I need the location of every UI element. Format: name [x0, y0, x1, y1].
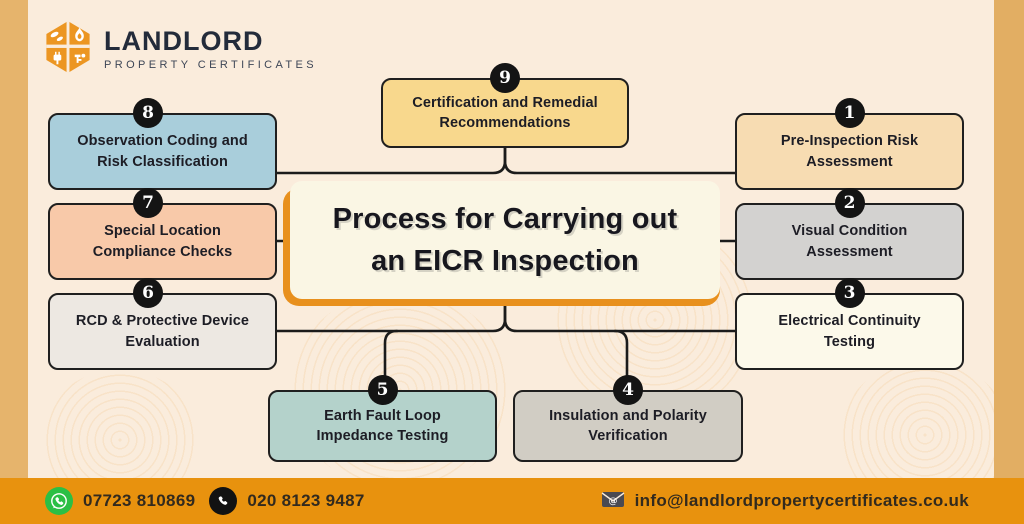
- footer-bar: 07723 810869 020 8123 9487 @ info@landlo…: [0, 478, 1024, 524]
- phone-icon: [209, 487, 238, 515]
- step-box-certification: 9 Certification and Remedial Recommendat…: [381, 63, 629, 148]
- email-address: info@landlordpropertycertificates.co.uk: [634, 491, 969, 510]
- step-number-badge: 2: [834, 188, 865, 218]
- step-label: RCD & Protective Device Evaluation: [75, 313, 250, 350]
- step-label: Special Location Compliance Checks: [92, 223, 233, 260]
- step-number-badge: 9: [490, 63, 520, 93]
- title-card: Process for Carrying out an EICR Inspect…: [290, 181, 720, 299]
- step-box-rcd-evaluation: 6 RCD & Protective Device Evaluation: [48, 278, 277, 370]
- step-label: Earth Fault Loop Impedance Testing: [316, 407, 449, 444]
- logo-wordmark: LANDLORD: [104, 26, 264, 56]
- svg-text:@: @: [608, 496, 617, 506]
- step-box-pre-inspection: 1 Pre-Inspection Risk Assessment: [735, 98, 964, 190]
- email-contact[interactable]: @ info@landlordpropertycertificates.co.u…: [601, 489, 969, 514]
- step-label: Pre-Inspection Risk Assessment: [780, 133, 919, 170]
- phone-number: 020 8123 9487: [247, 491, 365, 510]
- step-number-badge: 5: [367, 375, 398, 405]
- step-box-continuity-testing: 3 Electrical Continuity Testing: [735, 278, 964, 370]
- step-label: Visual Condition Assessment: [791, 223, 908, 260]
- step-box-special-location: 7 Special Location Compliance Checks: [48, 188, 277, 280]
- step-label: Electrical Continuity Testing: [778, 313, 921, 350]
- left-border-strip: [0, 0, 28, 478]
- step-box-insulation-polarity: 4 Insulation and Polarity Verification: [513, 375, 743, 462]
- logo: LANDLORD PROPERTY CERTIFICATES: [44, 20, 317, 79]
- right-border-strip: [994, 0, 1024, 478]
- step-box-earth-fault-loop: 5 Earth Fault Loop Impedance Testing: [268, 375, 497, 462]
- step-number-badge: 3: [834, 278, 865, 308]
- step-label: Insulation and Polarity Verification: [549, 407, 707, 444]
- connector-lines: [275, 146, 737, 392]
- step-label: Certification and Remedial Recommendatio…: [412, 94, 598, 131]
- phone-contact[interactable]: 020 8123 9487: [209, 487, 364, 515]
- step-number-badge: 1: [834, 98, 865, 128]
- step-number-badge: 8: [133, 98, 163, 128]
- step-number-badge: 4: [613, 375, 643, 405]
- logo-tagline: PROPERTY CERTIFICATES: [104, 59, 318, 71]
- email-icon: @: [601, 489, 625, 514]
- logo-icon: [44, 20, 92, 79]
- whatsapp-number: 07723 810869: [83, 491, 196, 510]
- page-title: Process for Carrying out an EICR Inspect…: [332, 202, 678, 277]
- whatsapp-icon: [45, 487, 73, 515]
- step-number-badge: 7: [133, 188, 163, 218]
- whatsapp-contact[interactable]: 07723 810869: [45, 487, 195, 515]
- step-label: Observation Coding and Risk Classificati…: [77, 133, 248, 170]
- step-box-visual-condition: 2 Visual Condition Assessment: [735, 188, 964, 280]
- step-number-badge: 6: [133, 278, 163, 308]
- step-box-observation-coding: 8 Observation Coding and Risk Classifica…: [48, 98, 277, 190]
